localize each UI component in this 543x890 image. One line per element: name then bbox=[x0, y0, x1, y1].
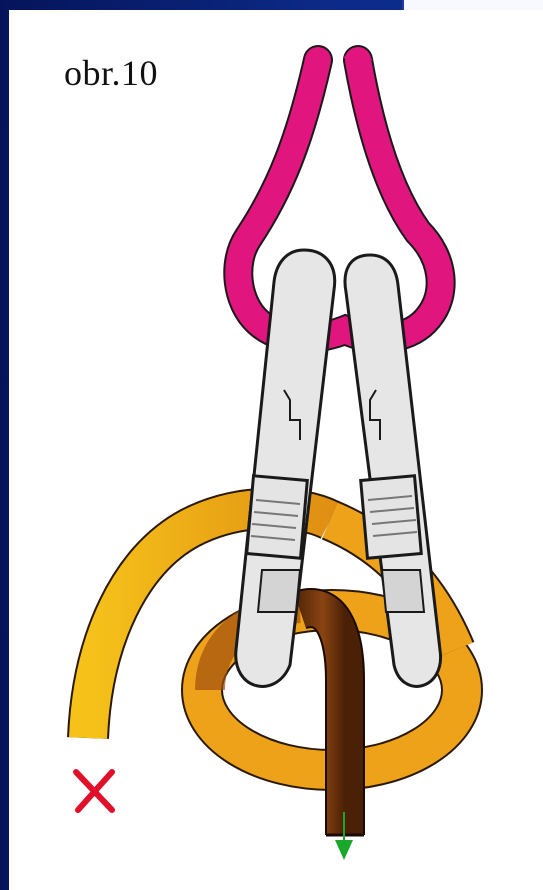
arrow-down-icon bbox=[335, 812, 353, 860]
carabiner-right bbox=[343, 253, 443, 688]
x-mark-icon bbox=[73, 769, 115, 813]
figure-label: obr.10 bbox=[64, 53, 159, 93]
rope-dark-strand bbox=[293, 588, 365, 837]
top-strip bbox=[402, 0, 543, 10]
carabiner-left bbox=[234, 248, 337, 688]
sling bbox=[223, 45, 456, 354]
